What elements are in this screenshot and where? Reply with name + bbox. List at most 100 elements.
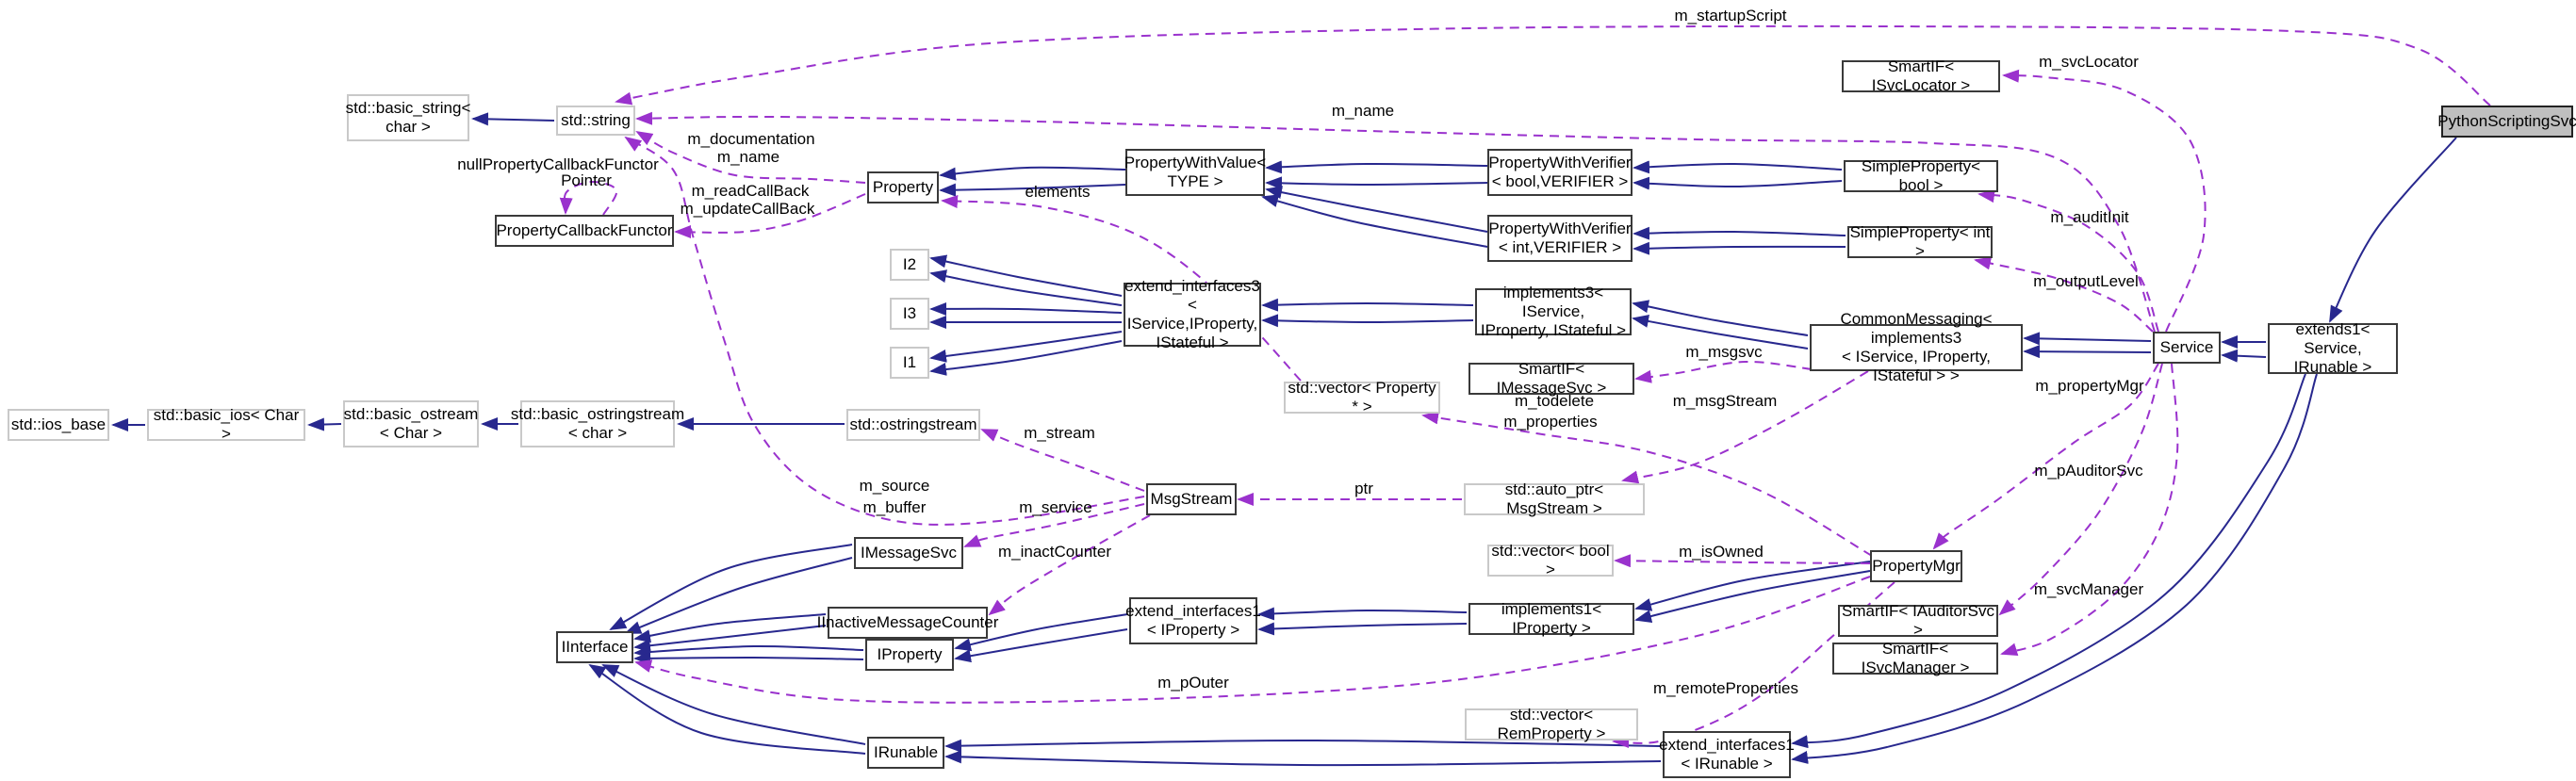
edge-label-m_isOwned: m_isOwned bbox=[1679, 543, 1764, 561]
use-elements bbox=[941, 195, 1302, 382]
node-property[interactable]: Property bbox=[867, 171, 939, 203]
edge-label-m_source m_buffer: m_source bbox=[859, 477, 930, 495]
node-ios_base[interactable]: std::ios_base bbox=[8, 409, 109, 441]
inh-stdstring-basicstring bbox=[471, 112, 555, 126]
node-implements3[interactable]: implements3< IService, IProperty, IState… bbox=[1475, 284, 1632, 339]
node-pwv_bool[interactable]: PropertyWithVerifier < bool,VERIFIER > bbox=[1487, 149, 1633, 196]
node-vector_remproperty[interactable]: std::vector< RemProperty > bbox=[1465, 706, 1638, 742]
inh-impl3-ei3-b bbox=[1261, 314, 1474, 328]
node-basic_ostringstream[interactable]: std::basic_ostringstream < char > bbox=[511, 400, 684, 447]
inh-iproperty-iinterface-a bbox=[633, 644, 864, 659]
node-smartif_imessagesvc[interactable]: SmartIF< IMessageSvc > bbox=[1468, 360, 1634, 397]
inh-iinactive-iinterface-a bbox=[633, 613, 827, 643]
edge-label-m_msgsvc: m_msgsvc bbox=[1685, 343, 1763, 361]
node-imessagesvc[interactable]: IMessageSvc bbox=[854, 537, 963, 569]
inh-ei1ip-iproperty-a bbox=[954, 613, 1128, 652]
inh-spint-pwvfint-a bbox=[1633, 226, 1846, 240]
inh-pwv-property-a bbox=[939, 166, 1126, 181]
inh-ei3-i2-b bbox=[929, 269, 1123, 306]
edge-label-nullPropertyCallbackFunctorPointer: Pointer bbox=[561, 171, 612, 189]
inh-iinactive-iinterface-b bbox=[633, 625, 827, 653]
node-property_callback_functor[interactable]: PropertyCallbackFunctor bbox=[495, 215, 674, 247]
node-i1[interactable]: I1 bbox=[890, 347, 929, 379]
node-simpleproperty_int[interactable]: SimpleProperty< int > bbox=[1847, 223, 1993, 260]
node-simpleproperty_bool[interactable]: SimpleProperty< bool > bbox=[1844, 157, 1998, 194]
inh-imessagesvc-iinterface-a bbox=[609, 544, 853, 630]
edge-label-m_stream: m_stream bbox=[1024, 424, 1095, 442]
node-basic_string[interactable]: std::basic_string< char > bbox=[346, 94, 470, 141]
node-vector_property[interactable]: std::vector< Property * > bbox=[1284, 379, 1440, 415]
edge-label-nullPropertyCallbackFunctorPointer: nullPropertyCallbackFunctor bbox=[457, 155, 659, 173]
node-irunable[interactable]: IRunable bbox=[867, 737, 944, 769]
edge-label-m_todelete m_properties: m_properties bbox=[1503, 413, 1598, 431]
inh-ei1ir-irunable-a bbox=[944, 739, 1662, 753]
inh-ei1ip-iproperty-b bbox=[954, 628, 1128, 663]
edge-label-m_inactCounter: m_inactCounter bbox=[997, 543, 1112, 561]
node-iproperty[interactable]: IProperty bbox=[865, 639, 954, 671]
inh-spbool-pwvfbool-b bbox=[1633, 176, 1843, 190]
edge-label-m_documentation m_name: m_documentation bbox=[687, 130, 815, 148]
node-iinactivemessagecounter[interactable]: IInactiveMessageCounter bbox=[817, 607, 998, 639]
edge-label-m_svcManager: m_svcManager bbox=[2033, 580, 2144, 598]
node-i2[interactable]: I2 bbox=[890, 249, 929, 281]
edge-label-m_source m_buffer: m_buffer bbox=[862, 498, 927, 516]
use-m-svcLocator bbox=[2002, 69, 2207, 333]
inh-extends1-ei1ir-a bbox=[1791, 373, 2306, 749]
node-propertymgr[interactable]: PropertyMgr bbox=[1870, 550, 1962, 582]
edge-label-m_remoteProperties: m_remoteProperties bbox=[1652, 679, 1799, 697]
node-basic_ostream[interactable]: std::basic_ostream < Char > bbox=[343, 400, 479, 447]
use-m-startupScript bbox=[615, 24, 2491, 106]
use-m-auditInit bbox=[1977, 189, 2159, 333]
node-iinterface[interactable]: IInterface bbox=[556, 631, 633, 663]
edge-label-m_pAuditorSvc: m_pAuditorSvc bbox=[2034, 462, 2143, 480]
node-extends1[interactable]: extends1< Service, IRunable > bbox=[2268, 320, 2398, 376]
node-msgstream[interactable]: MsgStream bbox=[1146, 483, 1237, 515]
node-smartif_isvcmanager[interactable]: SmartIF< ISvcManager > bbox=[1832, 640, 1998, 676]
node-i3[interactable]: I3 bbox=[890, 298, 929, 330]
inh-pwvfbool-pwv-a bbox=[1265, 160, 1488, 174]
use-m-service bbox=[963, 503, 1145, 547]
use-m-msgsvc bbox=[1634, 360, 1813, 383]
inh-pwvfint-pwv-b bbox=[1261, 194, 1488, 248]
use-m-todelete-m-properties bbox=[1421, 411, 1873, 557]
inh-service-cm-b bbox=[2023, 345, 2152, 359]
node-smartif_iauditorsvc[interactable]: SmartIF< IAuditorSvc > bbox=[1838, 602, 1998, 639]
node-property_with_value[interactable]: PropertyWithValue< TYPE > bbox=[1124, 149, 1266, 196]
node-smartif_isvclocator[interactable]: SmartIF< ISvcLocator > bbox=[1842, 57, 2000, 94]
inh-extends1-ei1ir-b bbox=[1791, 373, 2318, 764]
inh-cm-impl3-b bbox=[1632, 315, 1809, 350]
use-m-remoteProperties bbox=[1612, 581, 1895, 749]
node-extend_interfaces1_irunable[interactable]: extend_interfaces1 < IRunable > bbox=[1659, 731, 1795, 778]
edge-label-m_readCallBack m_updateCallBack: m_readCallBack bbox=[691, 182, 810, 200]
inh-irunable-iinterface-a bbox=[601, 664, 866, 745]
node-auto_ptr_msgstream[interactable]: std::auto_ptr< MsgStream > bbox=[1464, 480, 1645, 517]
inh-python-extends1 bbox=[2329, 137, 2457, 323]
node-common_messaging[interactable]: CommonMessaging< implements3 < IService,… bbox=[1810, 310, 2023, 384]
node-service[interactable]: Service bbox=[2153, 332, 2221, 364]
node-extend_interfaces1_iproperty[interactable]: extend_interfaces1 < IProperty > bbox=[1125, 597, 1261, 644]
node-extend_interfaces3[interactable]: extend_interfaces3 < IService,IProperty,… bbox=[1124, 277, 1261, 351]
node-pythonscriptingsvc[interactable]: PythonScriptingSvc bbox=[2437, 106, 2576, 138]
edge-label-m_outputLevel: m_outputLevel bbox=[2033, 272, 2139, 290]
use-m-pAuditorSvc bbox=[1998, 363, 2163, 616]
edge-label-m_pOuter: m_pOuter bbox=[1157, 674, 1229, 692]
use-m-inactCounter bbox=[988, 514, 1151, 616]
node-basic_ios[interactable]: std::basic_ios< Char > bbox=[147, 406, 305, 443]
inh-impl3-ei3-a bbox=[1261, 298, 1474, 312]
inh-ei3-i1-a bbox=[929, 331, 1123, 363]
use-m-stream bbox=[980, 429, 1145, 492]
inh-cm-impl3-a bbox=[1632, 300, 1809, 336]
edge-label-m_name: m_name bbox=[1331, 102, 1395, 120]
node-pwv_int[interactable]: PropertyWithVerifier < int,VERIFIER > bbox=[1487, 215, 1633, 262]
inh-impl1-ei1ip-a bbox=[1257, 607, 1468, 621]
edge-label-ptr: ptr bbox=[1354, 480, 1373, 497]
node-std_string[interactable]: std::string bbox=[556, 106, 635, 136]
inh-irunable-iinterface-b bbox=[588, 663, 866, 755]
node-implements1_iproperty[interactable]: implements1< IProperty > bbox=[1468, 600, 1634, 637]
inh-ei3-i2-a bbox=[929, 254, 1123, 297]
node-vector_bool[interactable]: std::vector< bool > bbox=[1487, 542, 1614, 578]
node-ostringstream[interactable]: std::ostringstream bbox=[846, 409, 980, 441]
inh-basicostream-basicios bbox=[307, 417, 342, 431]
